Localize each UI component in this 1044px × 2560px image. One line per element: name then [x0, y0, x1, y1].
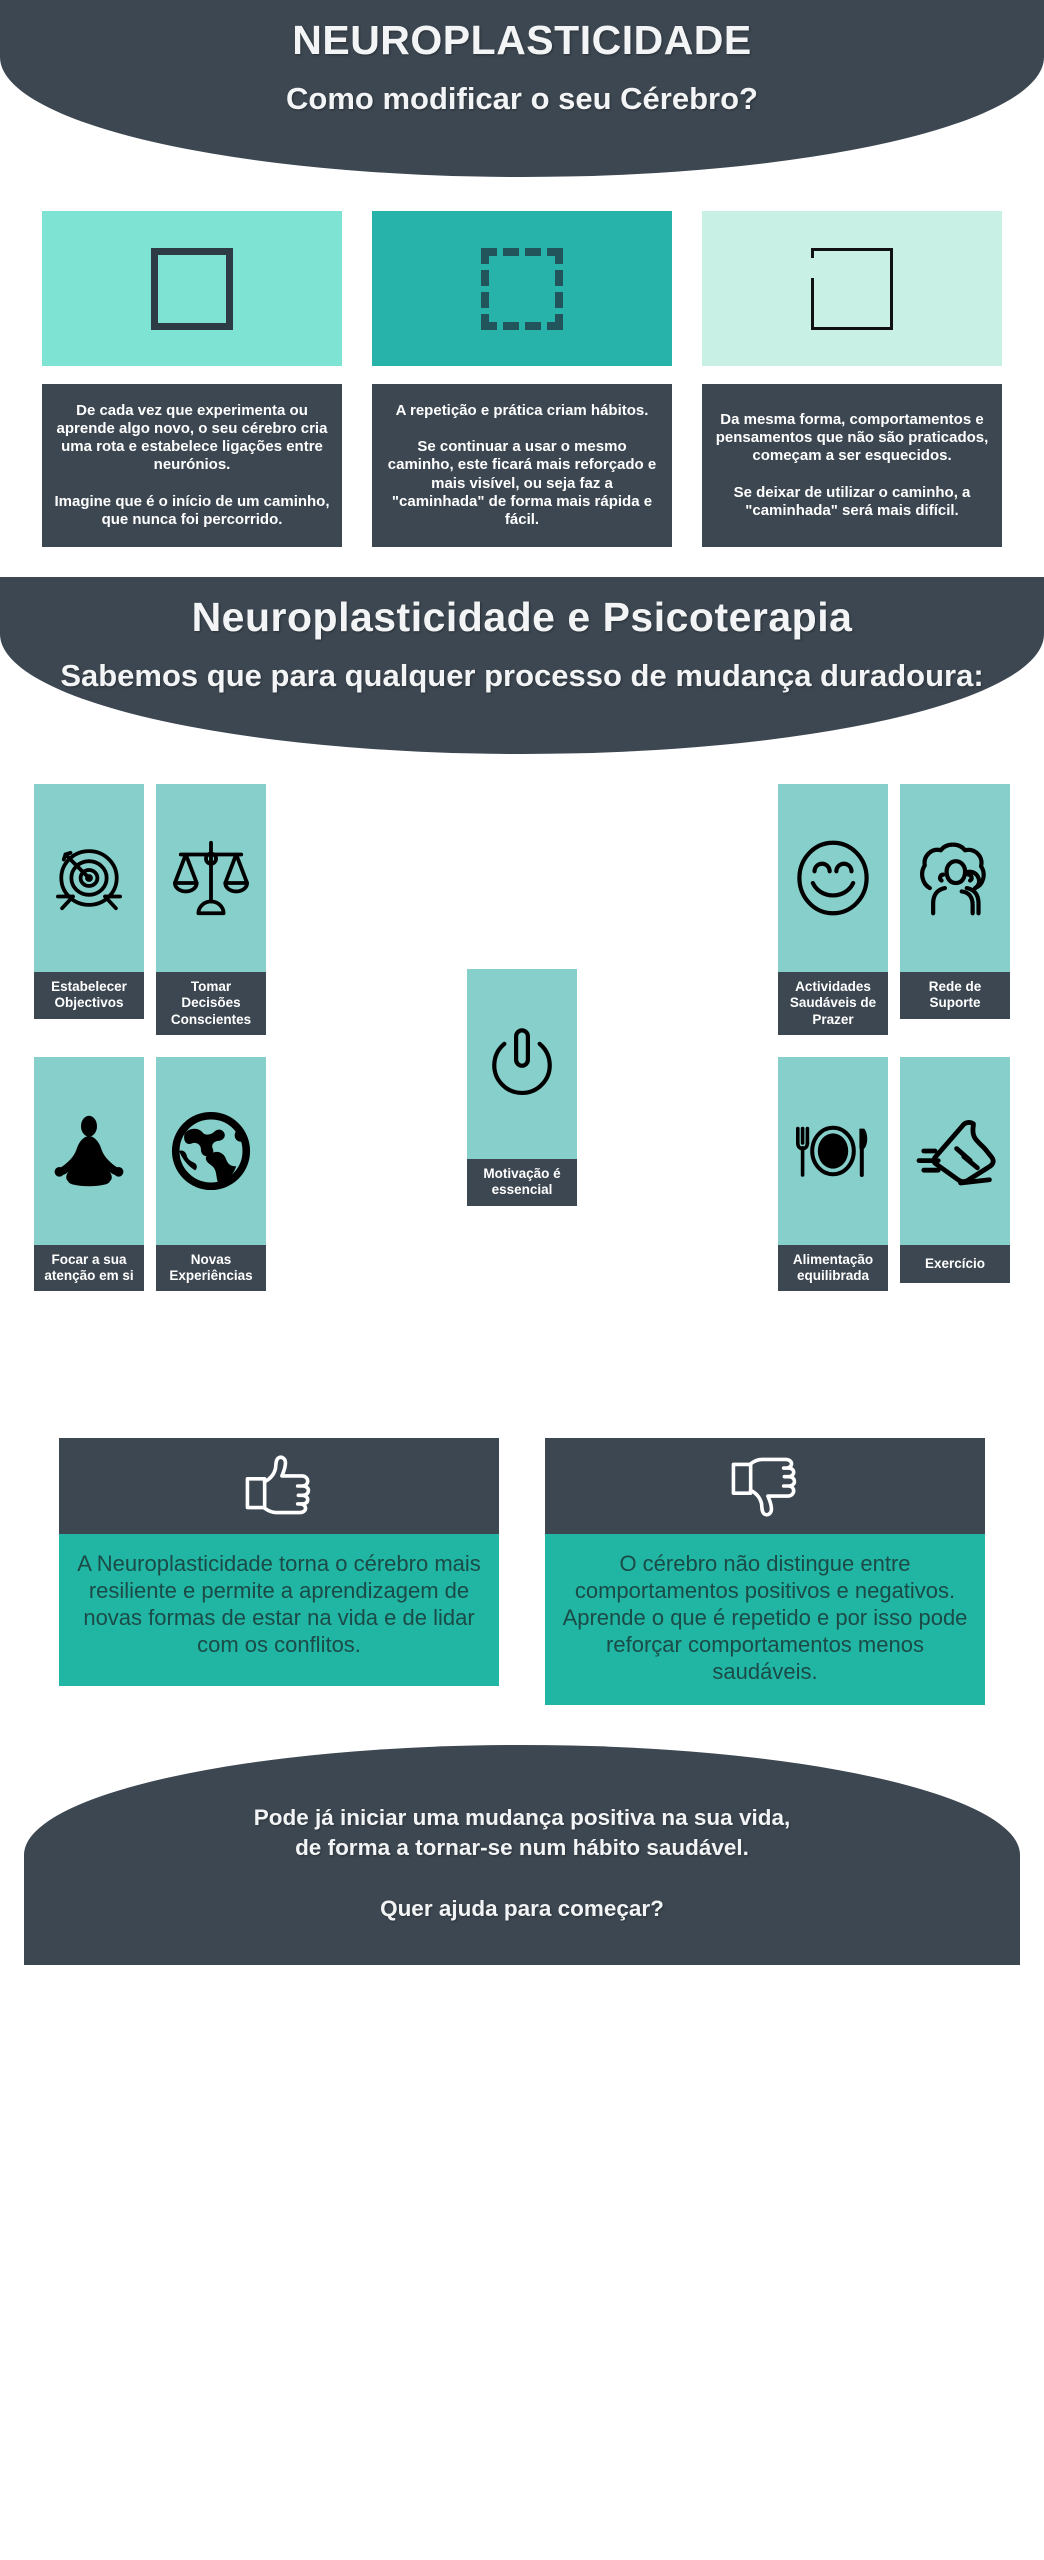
thumbs-up-text: A Neuroplasticidade torna o cérebro mais… — [59, 1534, 499, 1687]
dashed-square-icon — [481, 247, 563, 330]
tile-label: Focar a sua atenção em si — [34, 1244, 144, 1292]
target-icon — [56, 849, 122, 911]
icon-grid-left: Estabelecer Objectivos To — [34, 784, 266, 1292]
sneaker-icon — [916, 1119, 996, 1186]
footer-message: Pode já iniciar uma mudança positiva na … — [253, 1805, 791, 1860]
stage-text-2: A repetição e prática criam hábitos. Se … — [372, 384, 672, 548]
tile-actividades-saudaveis[interactable]: Actividades Saudáveis de Prazer — [778, 784, 888, 1035]
icon-grid: Estabelecer Objectivos To — [0, 784, 1044, 1404]
tile-art — [34, 1056, 144, 1245]
tile-art — [467, 969, 577, 1160]
thumbs-up-card: A Neuroplasticidade torna o cérebro mais… — [59, 1438, 499, 1705]
section2-subtitle: Sabemos que para qualquer processo de mu… — [60, 658, 984, 693]
stage-text-3: Da mesma forma, comportamentos e pensame… — [702, 384, 1002, 548]
tile-art — [156, 1056, 266, 1245]
tile-motivacao[interactable]: Motivação é essencial — [467, 969, 577, 1206]
top-banner: NEUROPLASTICIDADE Como modificar o seu C… — [0, 0, 1044, 178]
tile-art — [778, 1056, 888, 1245]
page-title: NEUROPLASTICIDADE — [292, 17, 752, 63]
tile-label: Tomar Decisões Conscientes — [156, 972, 266, 1035]
tile-alimentacao-equilibrada[interactable]: Alimentação equilibrada — [778, 1056, 888, 1292]
meditation-icon — [54, 1115, 124, 1186]
tile-exercicio[interactable]: Exercício — [900, 1056, 1010, 1291]
plate-icon — [796, 1125, 868, 1177]
tile-label: Novas Experiências — [156, 1244, 266, 1292]
tile-art — [900, 784, 1010, 973]
smiley-icon — [797, 840, 869, 916]
thumbs-down-text: O cérebro não distingue entre comportame… — [545, 1534, 985, 1706]
thumbs-down-card: O cérebro não distingue entre comportame… — [545, 1438, 985, 1706]
icon-grid-right: Actividades Saudáveis de Prazer — [778, 784, 1010, 1292]
tile-focar-atencao[interactable]: Focar a sua atenção em si — [34, 1056, 144, 1292]
thumbs-down-icon — [731, 1457, 797, 1517]
stage-card-2: A repetição e prática criam hábitos. Se … — [372, 211, 672, 548]
tile-art — [900, 1056, 1010, 1245]
power-button-icon — [492, 1028, 552, 1096]
stage-art-2 — [372, 211, 672, 367]
tile-label: Alimentação equilibrada — [778, 1244, 888, 1292]
tile-label: Rede de Suporte — [900, 972, 1010, 1019]
tile-art — [34, 784, 144, 973]
broken-square-icon — [811, 247, 893, 330]
section2-title: Neuroplasticidade e Psicoterapia — [191, 594, 853, 641]
section2-banner: Neuroplasticidade e Psicoterapia Sabemos… — [0, 577, 1044, 755]
thumbs-row: A Neuroplasticidade torna o cérebro mais… — [0, 1438, 1044, 1706]
tile-label: Motivação é essencial — [467, 1159, 577, 1206]
scales-icon — [172, 841, 250, 916]
solid-square-icon — [151, 247, 233, 330]
page-subtitle: Como modificar o seu Cérebro? — [286, 80, 758, 116]
stage-card-1: De cada vez que experimenta ou aprende a… — [42, 211, 342, 548]
stage-text-1: De cada vez que experimenta ou aprende a… — [42, 384, 342, 548]
footer-wrap: Pode já iniciar uma mudança positiva na … — [0, 1745, 1044, 1966]
thumbs-up-icon — [245, 1455, 311, 1515]
tile-estabelecer-objectivos[interactable]: Estabelecer Objectivos — [34, 784, 144, 1035]
tile-label: Estabelecer Objectivos — [34, 972, 144, 1019]
tile-art — [778, 784, 888, 973]
tile-art — [156, 784, 266, 973]
stages-row: De cada vez que experimenta ou aprende a… — [0, 211, 1044, 548]
globe-icon — [171, 1111, 251, 1190]
tile-novas-experiencias[interactable]: Novas Experiências — [156, 1056, 266, 1292]
footer-banner: Pode já iniciar uma mudança positiva na … — [24, 1745, 1020, 1966]
tile-label: Exercício — [900, 1244, 1010, 1283]
tile-tomar-decisoes-conscientes[interactable]: Tomar Decisões Conscientes — [156, 784, 266, 1035]
tile-label: Actividades Saudáveis de Prazer — [778, 972, 888, 1035]
tile-rede-de-suporte[interactable]: Rede de Suporte — [900, 784, 1010, 1035]
stage-art-3 — [702, 211, 1002, 367]
people-icon — [920, 842, 986, 916]
stage-art-1 — [42, 211, 342, 367]
footer-cta: Quer ajuda para começar? — [380, 1895, 664, 1921]
thumbs-down-header — [545, 1438, 985, 1535]
stage-card-3: Da mesma forma, comportamentos e pensame… — [702, 211, 1002, 548]
thumbs-up-header — [59, 1438, 499, 1535]
